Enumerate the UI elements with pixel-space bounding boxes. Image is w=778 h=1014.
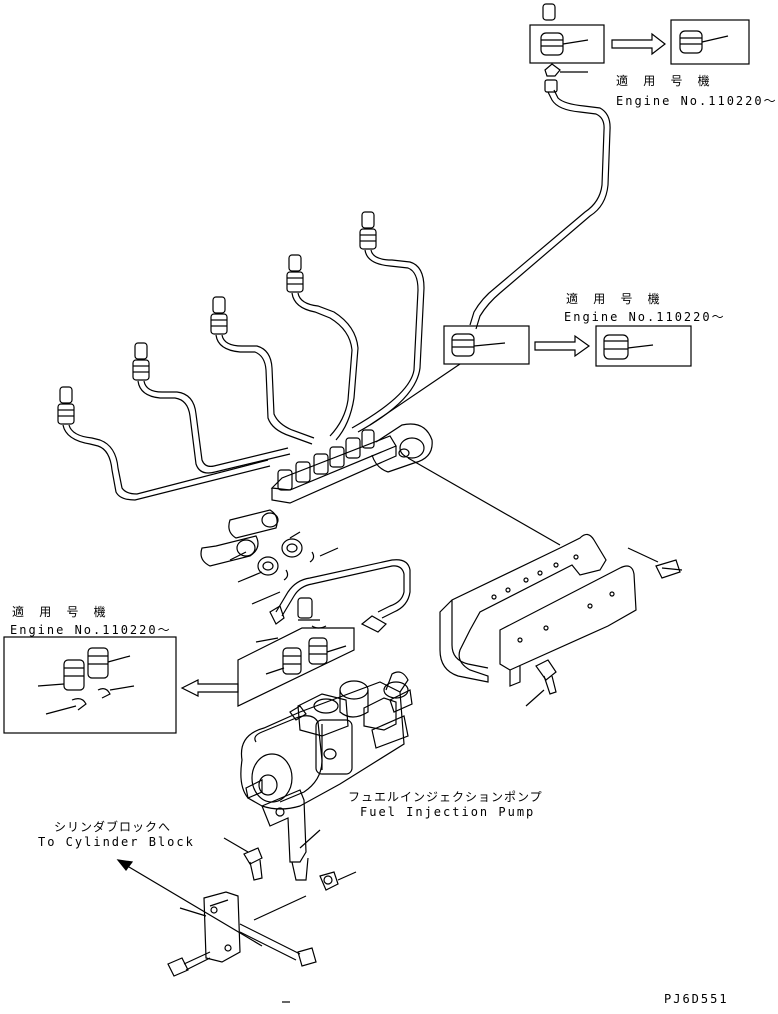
support-bolt xyxy=(223,837,263,881)
delivery-valve-block xyxy=(270,423,433,504)
cylinder-block-bracket xyxy=(179,891,307,963)
support-nut xyxy=(319,871,357,891)
pump-label-en: Fuel Injection Pump xyxy=(360,805,536,819)
left-note-jp: 適 用 号 機 xyxy=(12,605,110,619)
bracket-bolt-lower xyxy=(525,659,557,707)
left-plunger-2 xyxy=(87,647,131,679)
cylinder-label-en: To Cylinder Block xyxy=(38,835,195,849)
fuel-injection-pump xyxy=(240,671,413,810)
nozzle-4 xyxy=(286,254,304,293)
top-arrow xyxy=(611,32,666,56)
left-detail-panel xyxy=(237,627,355,707)
left-plunger-1 xyxy=(37,659,85,691)
leak-off-pipe xyxy=(269,559,411,633)
nozzle-3 xyxy=(210,296,228,335)
nozzle-1 xyxy=(57,386,75,425)
mid-nut-new xyxy=(603,334,654,360)
nozzle-pipes xyxy=(57,211,425,501)
top-note-jp: 適 用 号 機 xyxy=(616,74,714,88)
drawing-code: PJ6D551 xyxy=(664,992,729,1006)
top-fitting-tip xyxy=(542,3,588,93)
nozzle-5 xyxy=(359,211,377,250)
mid-nut-old xyxy=(451,333,506,357)
top-nut-old xyxy=(540,32,589,56)
mid-note-en: Engine No.110220～ xyxy=(564,310,726,324)
top-note-en: Engine No.110220～ xyxy=(616,94,778,108)
left-note-en: Engine No.110220～ xyxy=(10,623,172,637)
mid-note-jp: 適 用 号 機 xyxy=(566,292,664,306)
pump-support-bracket xyxy=(261,789,321,881)
top-nut-new xyxy=(679,30,729,54)
left-detail-box xyxy=(3,636,239,734)
cylinder-label-jp: シリンダブロックへ xyxy=(54,820,172,834)
nozzle-2 xyxy=(132,342,150,381)
valve-holder-b xyxy=(281,538,303,558)
bracket-bolt-upper xyxy=(627,547,683,579)
block-bolt-right xyxy=(239,923,317,967)
pump-label-jp: フュエルインジェクションポンプ xyxy=(348,790,543,804)
long-injection-pipe xyxy=(469,89,611,330)
to-cylinder-arrow xyxy=(116,859,263,947)
mid-arrow xyxy=(534,334,591,358)
block-bolt-left xyxy=(167,951,211,977)
valve-holder-a xyxy=(257,556,279,576)
top-detail-box xyxy=(529,3,750,93)
pump-bracket xyxy=(439,533,637,687)
pump-lower-fittings xyxy=(200,509,339,605)
